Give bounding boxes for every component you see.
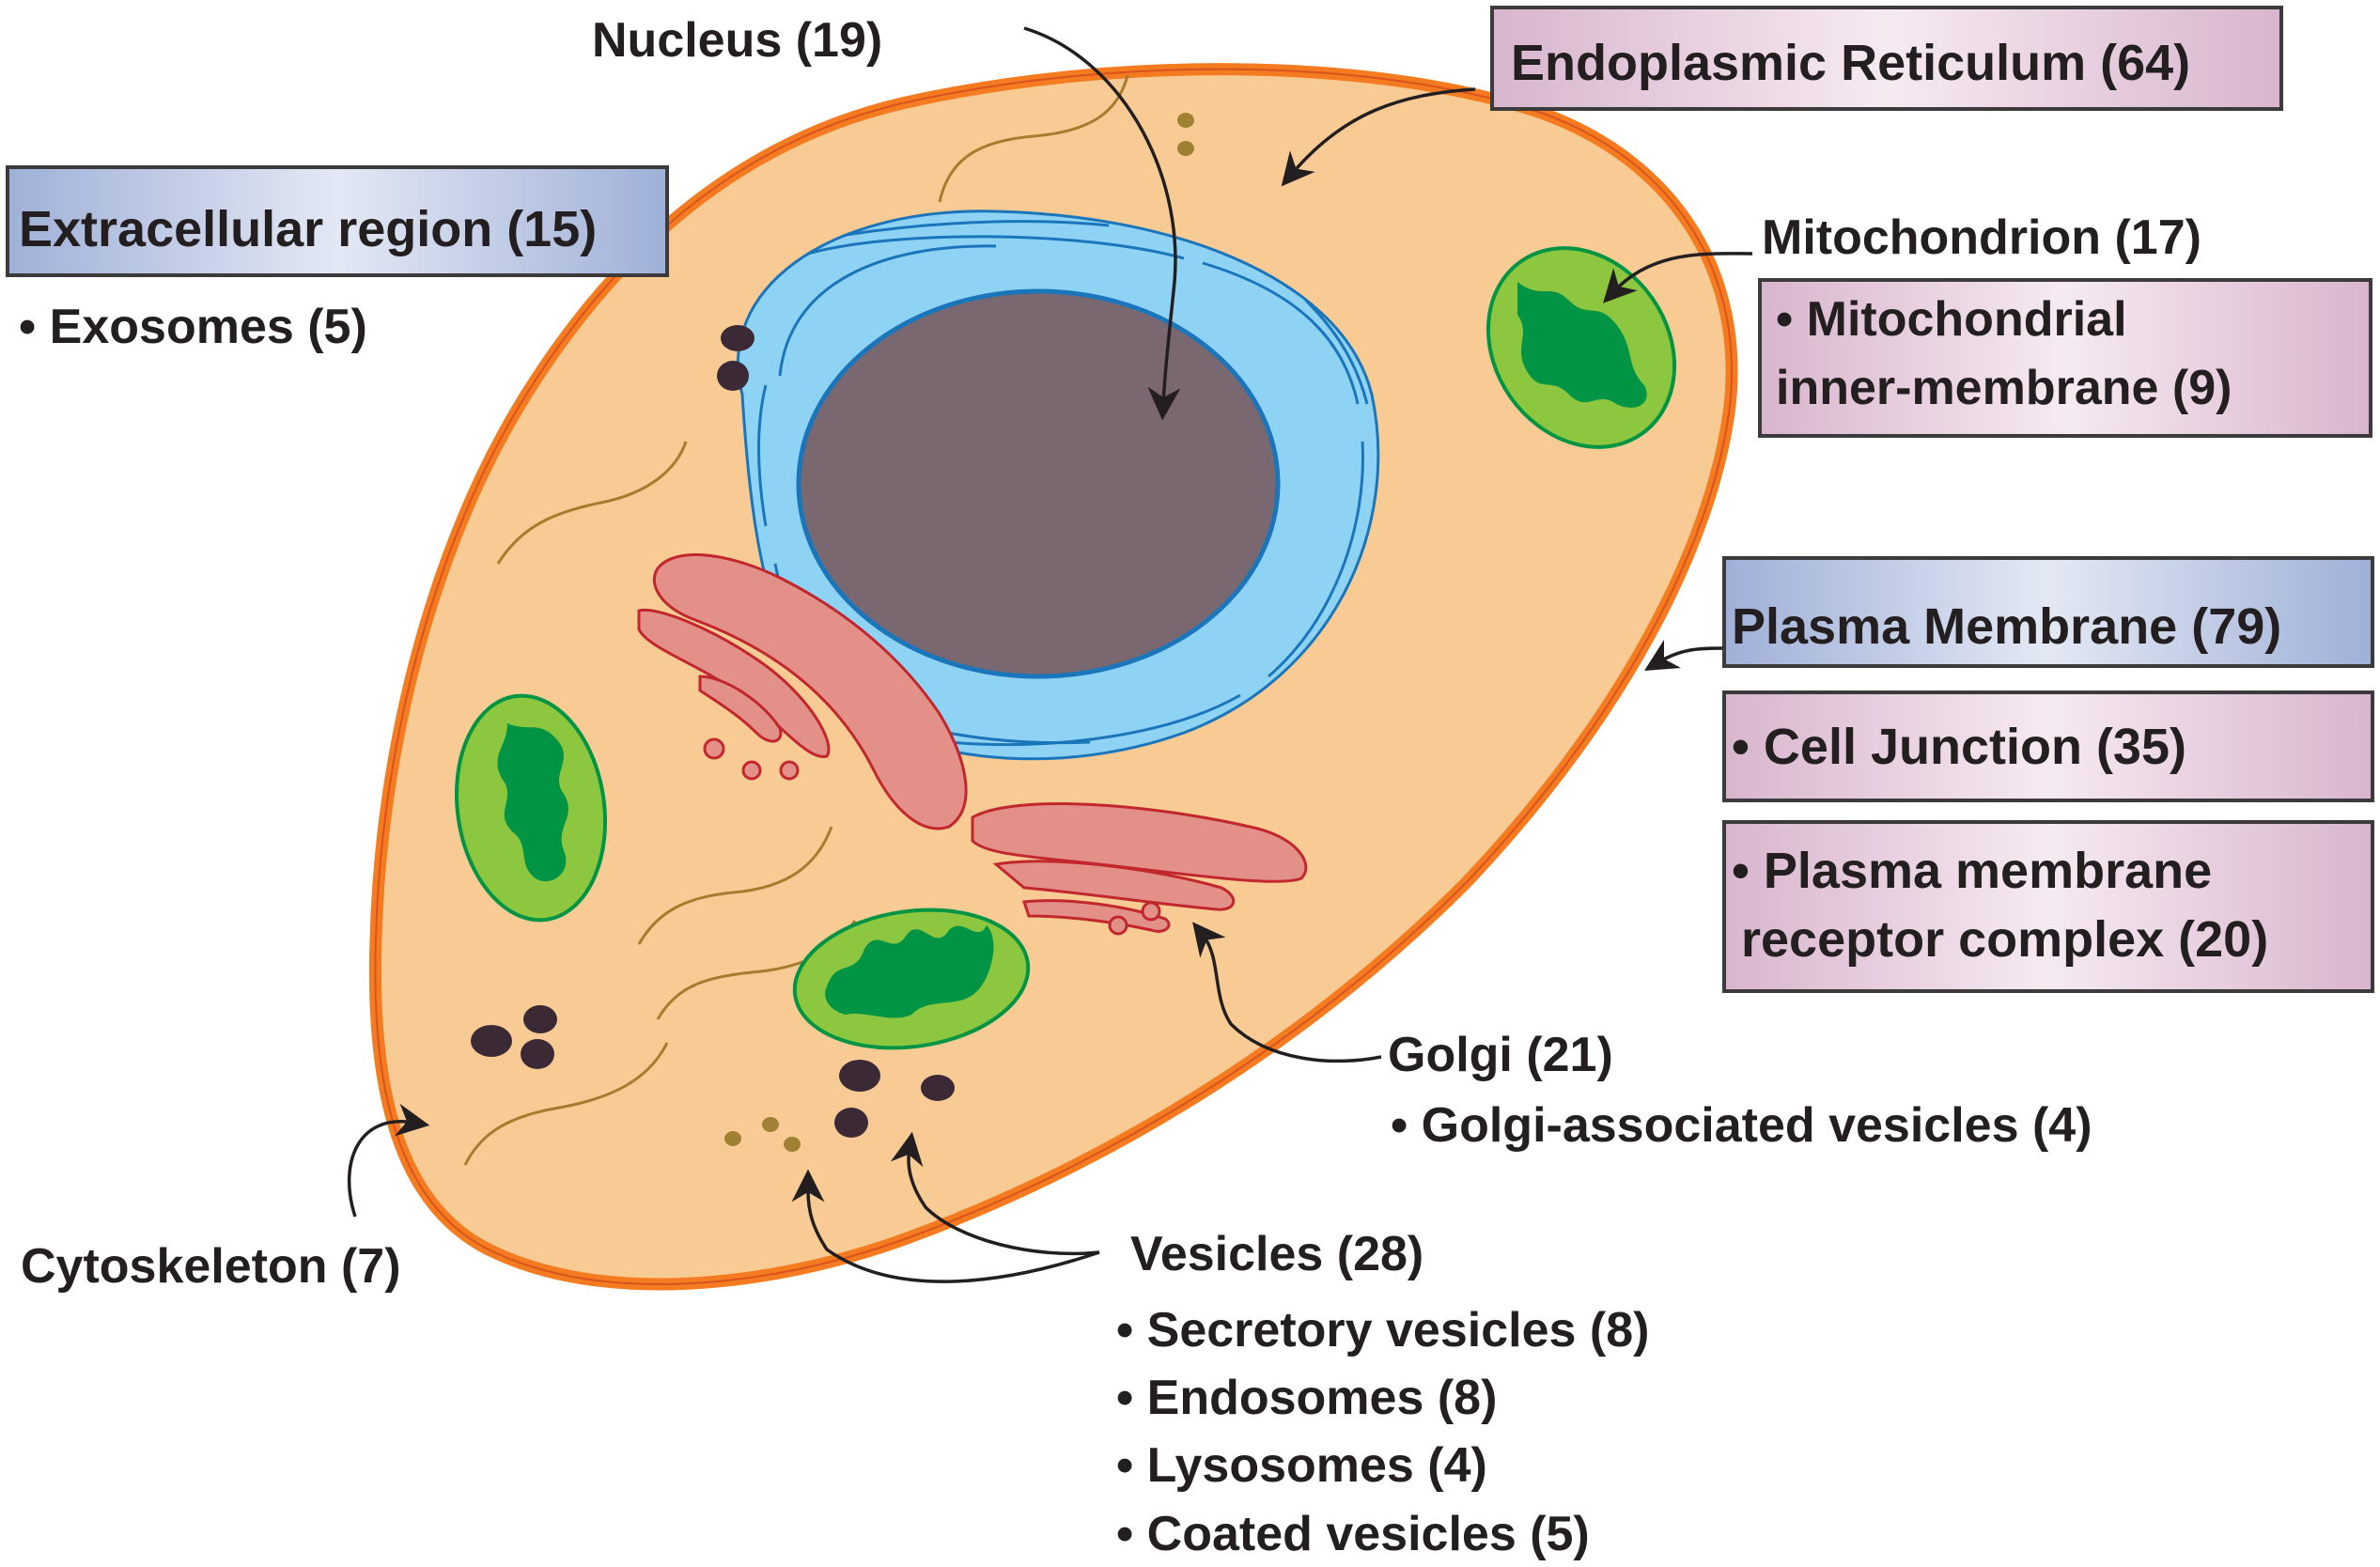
arrow-vesicles-1 [791,1169,1100,1283]
box-plasma-membrane [1722,556,2374,668]
text-cytoskeleton: Cytoskeleton (7) [21,1239,401,1294]
text-secretory: • Secretory vesicles (8) [1116,1303,1649,1358]
small-vesicles [724,113,1194,1152]
text-pm-receptor-1: • Plasma membrane [1732,843,2212,899]
text-exosomes: • Exosomes (5) [19,300,367,354]
text-extracellular: Extracellular region (15) [19,201,597,257]
golgi-vesicles [703,737,1161,936]
label-mito-inner: • Mitochondrial inner-membrane (9) [1758,278,2372,438]
arrow-vesicles-2 [890,1131,1100,1256]
text-er: Endoplasmic Reticulum (64) [1511,35,2190,91]
text-golgi: Golgi (21) [1388,1028,1613,1082]
text-nucleus: Nucleus (19) [592,13,882,68]
box-pm-receptor [1722,820,2374,993]
text-coated: • Coated vesicles (5) [1116,1507,1590,1561]
text-cell-junction: • Cell Junction (35) [1732,719,2186,775]
pointer-arrows [347,26,1753,1283]
dark-vesicles [471,325,955,1138]
text-mitochondrion: Mitochondrion (17) [1762,210,2201,265]
text-endosomes: • Endosomes (8) [1116,1371,1497,1425]
box-extracellular [6,165,669,277]
arrow-er [1281,87,1476,187]
label-pm-receptor: • Plasma membrane receptor complex (20) [1722,820,2374,993]
text-vesicles: Vesicles (28) [1130,1227,1423,1281]
arrow-mitochondrion [1603,252,1753,303]
box-mito-inner [1758,278,2372,438]
text-golgi-vesicles: • Golgi-associated vesicles (4) [1391,1098,2092,1153]
text-plasma-membrane: Plasma Membrane (79) [1732,598,2281,655]
label-extracellular: Extracellular region (15) • Exosomes (5) [6,165,669,354]
arrow-plasma-membrane [1643,639,1725,671]
label-plasma-membrane: Plasma Membrane (79) [1722,556,2374,668]
mitochondrion-left [454,693,608,923]
label-er: Endoplasmic Reticulum (64) [1490,6,2283,111]
nucleus [796,288,1281,679]
text-mito-inner-2: inner-membrane (9) [1776,361,2232,415]
arrow-golgi [1192,922,1382,1063]
box-cell-junction [1722,690,2374,802]
text-lysosomes: • Lysosomes (4) [1116,1438,1487,1493]
golgi-apparatus [637,553,1308,933]
label-cell-junction: • Cell Junction (35) [1722,690,2374,802]
text-mito-inner-1: • Mitochondrial [1776,292,2127,347]
mitochondrion-bottom [792,908,1031,1050]
arrow-cytoskeleton [347,1103,430,1218]
text-pm-receptor-2: receptor complex (20) [1741,911,2268,968]
arrow-nucleus [1023,26,1181,421]
er-cisternae [757,220,1369,747]
box-er [1490,6,2283,111]
